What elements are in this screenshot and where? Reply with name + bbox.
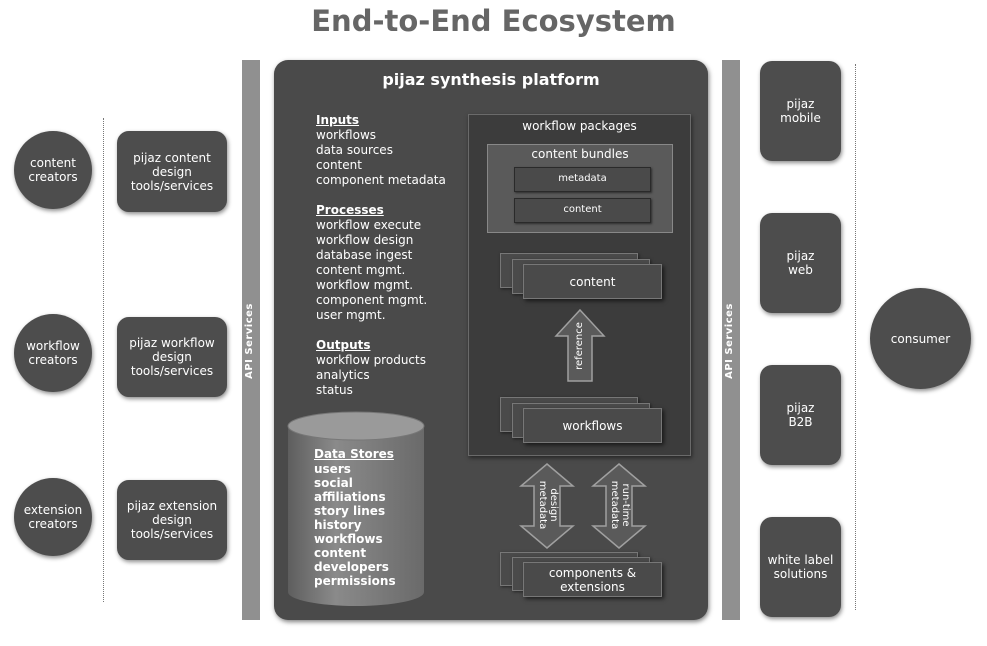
inputs-section: Inputs workflows data sources content co… <box>316 113 466 188</box>
list-item: affiliations <box>314 490 386 504</box>
list-item: component mgmt. <box>316 293 428 307</box>
api-services-label-right: API Services <box>724 303 735 379</box>
extension-design-tools-box: pijaz extension design tools/services <box>117 480 227 560</box>
content-stack-front: content <box>523 264 662 299</box>
left-dotted-divider <box>103 118 104 602</box>
reference-label: reference <box>574 322 585 370</box>
processes-heading: Processes <box>316 203 384 217</box>
right-dotted-divider <box>855 64 856 610</box>
runtime-metadata-label: run-time metadata <box>609 480 631 530</box>
workflows-stack-front: workflows <box>523 408 662 443</box>
list-item: story lines <box>314 504 386 518</box>
reference-arrow <box>554 308 606 382</box>
content-creators-node: content creators <box>14 131 92 209</box>
workflow-packages-title: workflow packages <box>522 119 637 133</box>
runtime-metadata-arrow <box>590 463 648 549</box>
list-item: workflows <box>316 128 377 142</box>
list-item: workflow execute <box>316 218 422 232</box>
outputs-section: Outputs workflow products analytics stat… <box>316 338 466 398</box>
platform-title: pijaz synthesis platform <box>382 70 600 89</box>
list-item: social <box>314 476 353 490</box>
list-item: users <box>314 462 351 476</box>
list-item: content <box>316 158 362 172</box>
extension-creators-node: extension creators <box>14 478 92 556</box>
list-item: database ingest <box>316 248 413 262</box>
inputs-heading: Inputs <box>316 113 360 127</box>
page-title: End-to-End Ecosystem <box>311 4 676 38</box>
api-services-bar-left <box>242 60 260 620</box>
list-item: workflow products <box>316 353 426 367</box>
list-item: status <box>316 383 353 397</box>
data-stores-cylinder <box>287 411 425 606</box>
list-item: content mgmt. <box>316 263 406 277</box>
list-item: workflow mgmt. <box>316 278 414 292</box>
data-stores-heading: Data Stores <box>314 447 394 461</box>
list-item: workflows <box>314 532 383 546</box>
workflow-creators-node: workflow creators <box>14 314 92 392</box>
outputs-heading: Outputs <box>316 338 371 352</box>
list-item: content <box>314 546 367 560</box>
processes-section: Processes workflow execute workflow desi… <box>316 203 466 323</box>
data-stores-section: Data Stores users social affiliations st… <box>314 447 424 588</box>
pijaz-web-box: pijaz web <box>760 213 841 313</box>
pijaz-mobile-box: pijaz mobile <box>760 61 841 161</box>
api-services-label-left: API Services <box>244 303 255 379</box>
design-metadata-label: design metadata <box>537 480 559 530</box>
content-bundles-title: content bundles <box>531 147 629 161</box>
list-item: component metadata <box>316 173 446 187</box>
list-item: developers <box>314 560 389 574</box>
list-item: analytics <box>316 368 370 382</box>
list-item: history <box>314 518 362 532</box>
components-stack-front: components & extensions <box>523 562 662 597</box>
api-services-bar-right <box>722 60 740 620</box>
list-item: permissions <box>314 574 396 588</box>
white-label-solutions-box: white label solutions <box>760 517 841 617</box>
list-item: user mgmt. <box>316 308 386 322</box>
consumer-node: consumer <box>870 288 971 389</box>
content-small-box: content <box>514 198 651 223</box>
metadata-box: metadata <box>514 167 651 192</box>
workflow-design-tools-box: pijaz workflow design tools/services <box>117 317 227 397</box>
list-item: data sources <box>316 143 393 157</box>
pijaz-b2b-box: pijaz B2B <box>760 365 841 465</box>
list-item: workflow design <box>316 233 414 247</box>
design-metadata-arrow <box>518 463 576 549</box>
content-design-tools-box: pijaz content design tools/services <box>117 131 227 212</box>
